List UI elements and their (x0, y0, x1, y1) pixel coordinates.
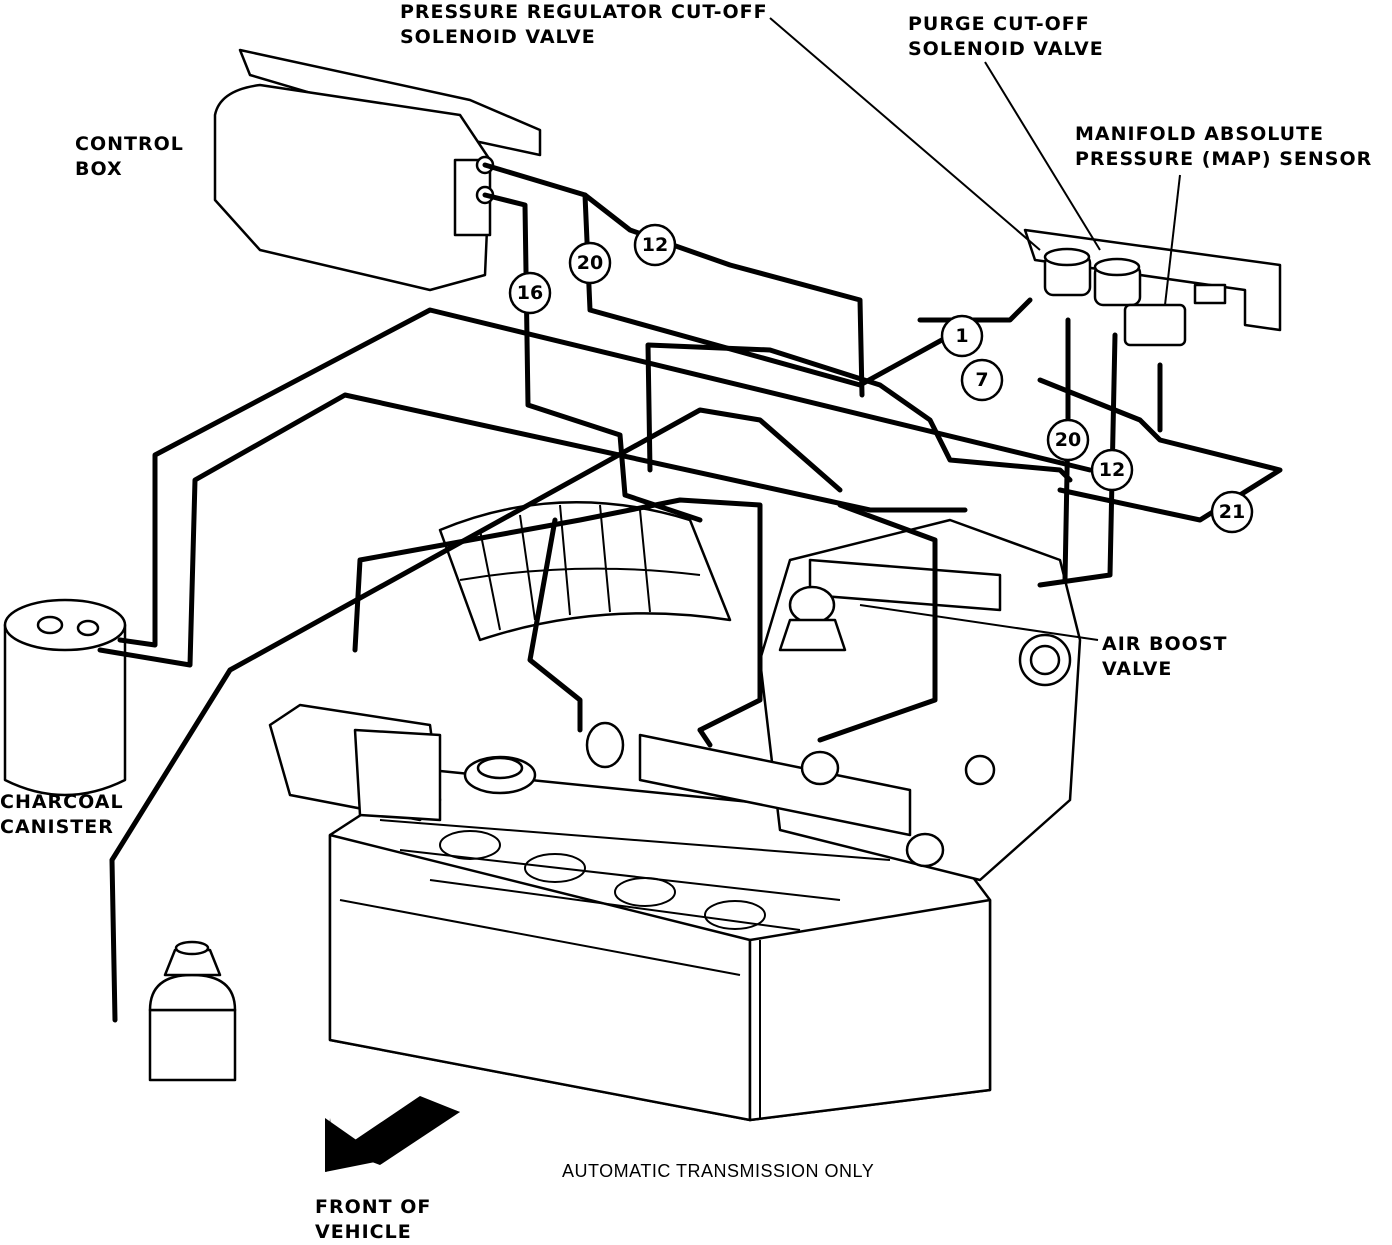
label-pressure-regulator-solenoid: PRESSURE REGULATOR CUT-OFF SOLENOID VALV… (400, 1, 768, 48)
leader-lines (769, 17, 1181, 641)
svg-text:16: 16 (517, 282, 543, 304)
intake-duct (438, 501, 732, 642)
hose-marker-20b: 20 (1046, 418, 1090, 462)
svg-text:21: 21 (1219, 501, 1245, 523)
hose-marker-21: 21 (1210, 490, 1254, 534)
solenoid-bracket (1023, 228, 1282, 347)
label-purge-cutoff-solenoid: PURGE CUT-OFF SOLENOID VALVE (908, 13, 1104, 60)
oil-filler-cap (463, 721, 945, 868)
hose-marker-7: 7 (960, 358, 1004, 402)
svg-text:20: 20 (577, 252, 603, 274)
hose-number-markers: 16 20 12 1 7 20 12 21 (508, 223, 1254, 534)
intake-manifold (758, 518, 1082, 882)
charcoal-canister (3, 598, 127, 797)
hose-marker-12b: 12 (1090, 448, 1134, 492)
note-automatic-transmission-only: AUTOMATIC TRANSMISSION ONLY (562, 1161, 875, 1181)
air-boost-valve (778, 585, 847, 652)
hose-marker-1: 1 (940, 314, 984, 358)
label-control-box: CONTROL BOX (75, 133, 184, 180)
hose-marker-16: 16 (508, 271, 552, 315)
front-arrow-icon (325, 1096, 460, 1172)
svg-text:20: 20 (1055, 429, 1081, 451)
svg-text:12: 12 (1099, 459, 1125, 481)
fuel-rail (268, 703, 912, 837)
hose-marker-20: 20 (568, 241, 612, 285)
label-front-of-vehicle: FRONT OF VEHICLE (315, 1196, 432, 1243)
label-air-boost-valve: AIR BOOST VALVE (1102, 633, 1228, 680)
svg-text:7: 7 (975, 369, 988, 391)
engine-valve-cover (328, 768, 992, 1122)
lower-valve (148, 940, 237, 1082)
svg-text:12: 12 (642, 234, 668, 256)
label-map-sensor: MANIFOLD ABSOLUTE PRESSURE (MAP) SENSOR (1075, 123, 1373, 170)
label-charcoal-canister: CHARCOAL CANISTER (0, 791, 124, 838)
svg-text:1: 1 (955, 325, 968, 347)
vacuum-hoses (97, 162, 1283, 1023)
control-box (213, 48, 542, 292)
hose-marker-12: 12 (633, 223, 677, 267)
